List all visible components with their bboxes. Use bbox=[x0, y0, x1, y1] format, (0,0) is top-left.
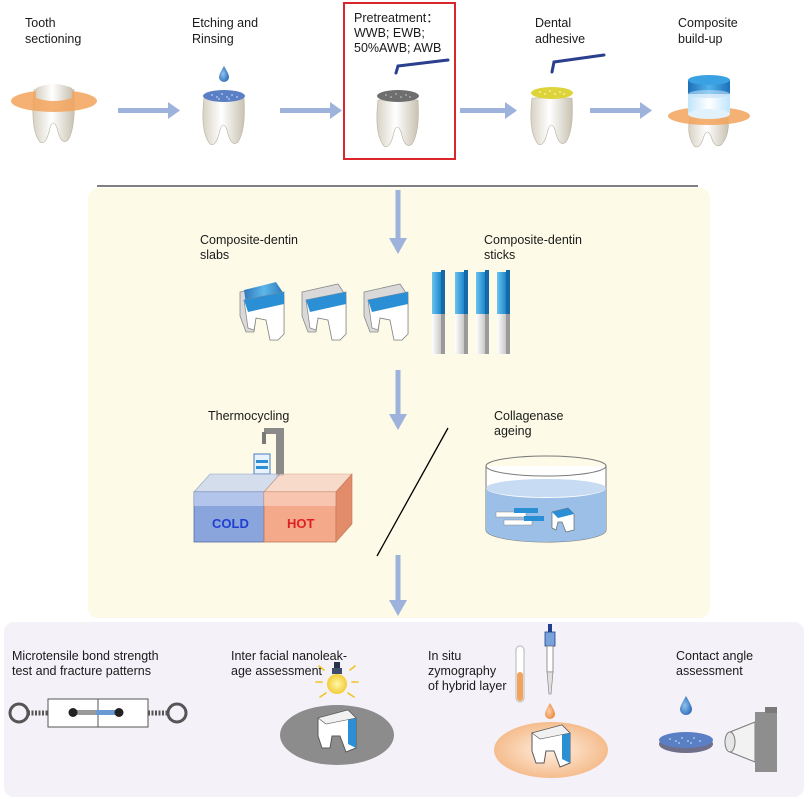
etched-disc-icon bbox=[659, 732, 713, 753]
pipette-icon bbox=[544, 624, 556, 695]
tooth-adhesive-icon bbox=[530, 53, 606, 145]
cold-label: COLD bbox=[212, 516, 249, 531]
nanoleakage-label: Inter facial nanoleak-age assessment bbox=[231, 649, 347, 678]
arrow-right-4 bbox=[590, 102, 652, 119]
tooth-sectioning-icon bbox=[11, 84, 97, 143]
nanoleakage-specimen-icon bbox=[280, 705, 394, 765]
stick-icon bbox=[455, 270, 468, 354]
water-drop-icon bbox=[680, 696, 692, 715]
arrow-down-3 bbox=[389, 555, 407, 616]
hot-label: HOT bbox=[287, 516, 315, 531]
thermocycling-label: Thermocycling bbox=[208, 409, 289, 423]
arrow-right-2 bbox=[280, 102, 342, 119]
water-drop-icon bbox=[219, 66, 229, 82]
applicator-brush-icon bbox=[394, 58, 450, 75]
tooth-pretreatment-icon bbox=[376, 58, 450, 147]
adhesive-brush-icon bbox=[550, 53, 606, 74]
arrow-down-1 bbox=[389, 190, 407, 254]
tooth-etched-icon bbox=[202, 66, 245, 145]
vertical-arrows bbox=[389, 190, 407, 616]
orange-drop-icon bbox=[545, 703, 555, 719]
or-divider bbox=[376, 427, 449, 557]
arrow-right-1 bbox=[118, 102, 180, 119]
arrow-right-3 bbox=[460, 102, 517, 119]
tooth-composite-buildup-icon bbox=[668, 75, 750, 148]
top-row-arrows bbox=[118, 102, 652, 119]
stick-icon bbox=[432, 270, 445, 354]
collagenase-dish-icon bbox=[485, 455, 607, 543]
composite-dentin-slab-icon bbox=[301, 283, 347, 341]
camera-icon bbox=[724, 707, 777, 772]
pretreatment-highlight-box bbox=[343, 2, 456, 160]
test-tube-icon bbox=[515, 645, 525, 703]
composite-dentin-slab-icon bbox=[363, 283, 409, 341]
microtensile-tester-icon bbox=[8, 698, 188, 728]
light-bulb-icon bbox=[315, 662, 359, 698]
stick-icon bbox=[497, 270, 510, 354]
composite-dentin-sticks bbox=[432, 270, 510, 354]
composite-dentin-slab-icon bbox=[239, 282, 285, 341]
arrow-down-2 bbox=[389, 370, 407, 430]
step-3-label: Pretreatment：WWB; EWB;50%AWB; AWB bbox=[354, 11, 441, 55]
stick-icon bbox=[476, 270, 489, 354]
thermocycling-bath-icon bbox=[193, 428, 353, 543]
zymography-specimen-icon bbox=[494, 722, 608, 778]
